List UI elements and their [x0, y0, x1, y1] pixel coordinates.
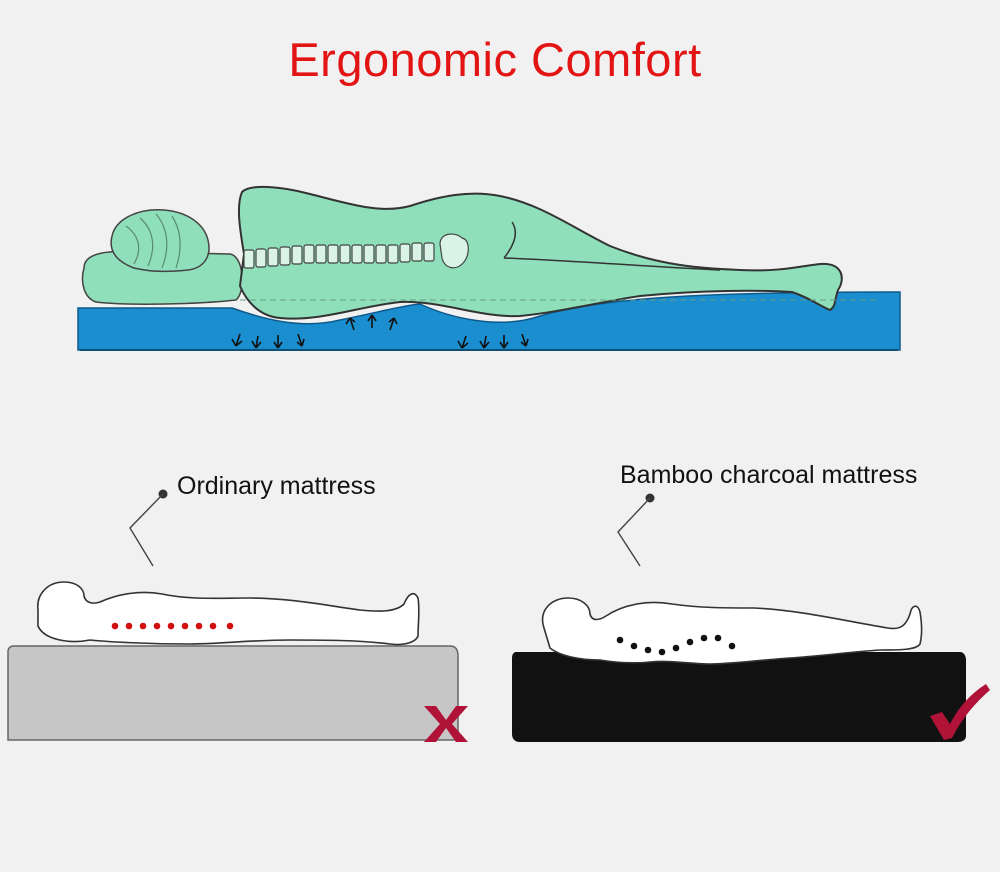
page-title: Ergonomic Comfort — [288, 33, 702, 86]
arrows-down-right — [457, 333, 529, 349]
arrows-down-left — [231, 333, 305, 349]
bamboo-body — [541, 597, 923, 665]
bamboo-callout-line — [617, 497, 651, 567]
ordinary-mattress-label: Ordinary mattress — [177, 472, 376, 500]
bamboo-mattress — [512, 652, 966, 742]
spine — [243, 233, 469, 269]
body-silhouette — [237, 185, 843, 320]
ordinary-spine-dots — [111, 622, 234, 630]
ordinary-body — [37, 581, 420, 646]
cross-icon — [424, 706, 468, 742]
arrows-up — [345, 314, 398, 331]
top-mattress — [77, 291, 901, 351]
ordinary-panel — [7, 489, 468, 742]
bamboo-mattress-label: Bamboo charcoal mattress — [620, 461, 918, 489]
bamboo-spine-dots — [616, 634, 736, 656]
ordinary-mattress — [7, 645, 459, 741]
bamboo-panel — [512, 493, 990, 742]
top-illustration — [77, 185, 901, 351]
ordinary-callout-line — [129, 493, 164, 567]
head — [110, 209, 210, 273]
check-icon — [930, 684, 990, 740]
